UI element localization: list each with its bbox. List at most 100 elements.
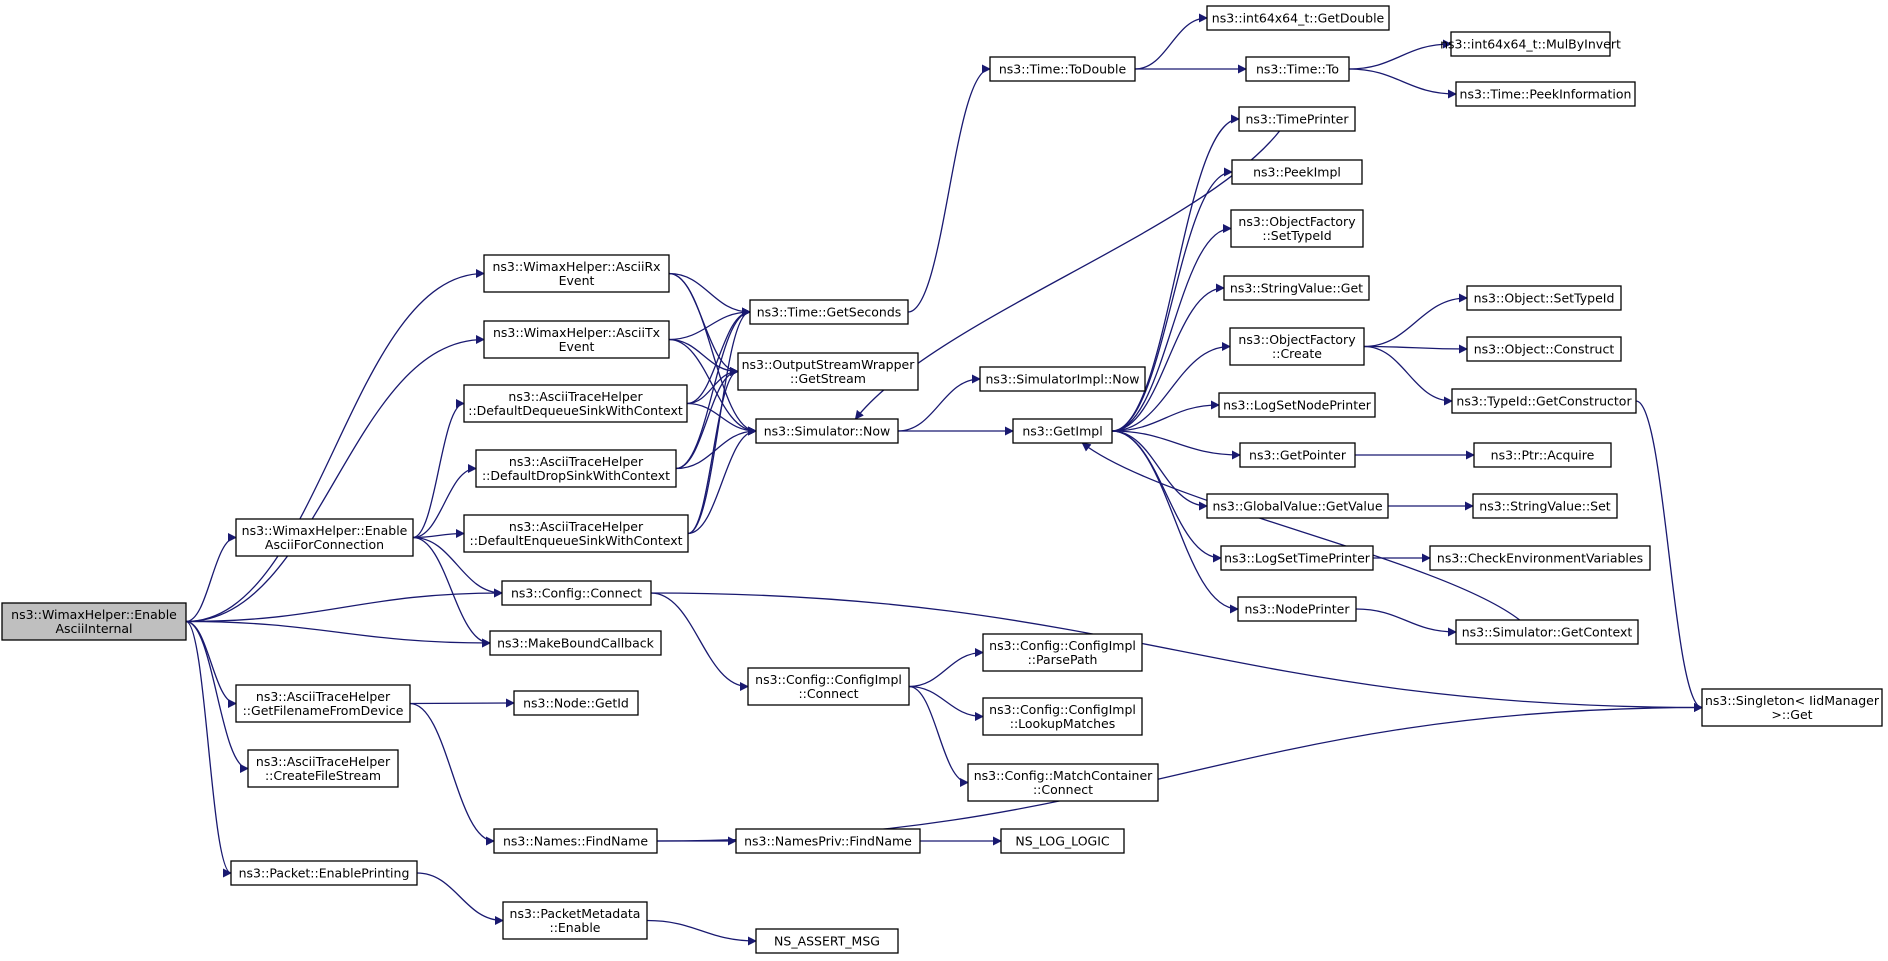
node-time_printer[interactable]: ns3::TimePrinter (1238, 106, 1356, 132)
edge-enable_conn-to-make_bound (412, 536, 491, 648)
node-config_connect[interactable]: ns3::Config::Connect (501, 580, 652, 606)
node-box (1238, 106, 1356, 132)
node-label-line: ns3::AsciiTraceHelper (509, 519, 644, 534)
node-mul_by_invert[interactable]: ns3::int64x64_t::MulByInvert (1440, 31, 1621, 57)
node-log_logic[interactable]: NS_LOG_LOGIC (1000, 828, 1125, 854)
node-label-line: ns3::WimaxHelper::Enable (11, 607, 177, 622)
node-sv_get[interactable]: ns3::StringValue::Get (1223, 275, 1370, 301)
node-box (1012, 418, 1113, 444)
edge-config_connect-to-singleton_get (650, 592, 1703, 712)
node-node_getid[interactable]: ns3::Node::GetId (513, 690, 639, 716)
nodes-layer: ns3::WimaxHelper::EnableAsciiInternalns3… (1, 5, 1883, 954)
node-box (1231, 159, 1363, 185)
edge-ascii_rx-to-get_seconds (668, 272, 751, 317)
node-box (1239, 442, 1356, 468)
node-check_env[interactable]: ns3::CheckEnvironmentVariables (1429, 545, 1651, 571)
node-create_file[interactable]: ns3::AsciiTraceHelper::CreateFileStream (247, 749, 399, 788)
node-box (982, 697, 1143, 736)
node-gv_getvalue[interactable]: ns3::GlobalValue::GetValue (1206, 493, 1389, 519)
node-sim_now[interactable]: ns3::Simulator::Now (755, 418, 899, 444)
node-of_create[interactable]: ns3::ObjectFactory::Create (1229, 327, 1365, 366)
node-namespriv_find[interactable]: ns3::NamesPriv::FindName (735, 828, 921, 854)
node-log_nodeprinter[interactable]: ns3::LogSetNodePrinter (1218, 392, 1376, 418)
node-box (235, 684, 411, 723)
node-obj_construct[interactable]: ns3::Object::Construct (1466, 336, 1622, 362)
node-label-line: ns3::WimaxHelper::AsciiTx (493, 325, 660, 340)
node-label-line: ::DefaultEnqueueSinkWithContext (470, 533, 683, 548)
node-label-line: ns3::AsciiTraceHelper (509, 454, 644, 469)
node-parse_path[interactable]: ns3::Config::ConfigImpl::ParsePath (982, 633, 1143, 672)
edge-enable_conn-to-drop (412, 464, 477, 539)
node-make_bound[interactable]: ns3::MakeBoundCallback (489, 630, 662, 656)
node-time_to[interactable]: ns3::Time::To (1245, 56, 1350, 82)
node-label-line: ns3::StringValue::Get (1230, 281, 1363, 296)
node-box (463, 384, 688, 423)
node-mc_connect[interactable]: ns3::Config::MatchContainer::Connect (967, 763, 1159, 802)
node-of_settypeid[interactable]: ns3::ObjectFactory::SetTypeId (1230, 209, 1364, 248)
edge-dequeue-to-get_stream (686, 367, 739, 405)
node-enqueue[interactable]: ns3::AsciiTraceHelper::DefaultEnqueueSin… (463, 514, 689, 553)
edge-config_connect-to-cfgimpl_connect (650, 592, 749, 691)
node-lookup_matches[interactable]: ns3::Config::ConfigImpl::LookupMatches (982, 697, 1143, 736)
node-box (483, 320, 670, 359)
node-peek_impl[interactable]: ns3::PeekImpl (1231, 159, 1363, 185)
node-label-line: ::Connect (798, 686, 858, 701)
edge-get_seconds-to-to_double (907, 64, 991, 313)
node-label-line: ns3::ObjectFactory (1238, 214, 1356, 229)
node-enable_printing[interactable]: ns3::Packet::EnablePrinting (230, 860, 418, 886)
node-label-line: ns3::GlobalValue::GetValue (1212, 499, 1382, 514)
node-simimpl_now[interactable]: ns3::SimulatorImpl::Now (979, 366, 1146, 392)
node-peek_info[interactable]: ns3::Time::PeekInformation (1455, 81, 1636, 107)
node-dequeue[interactable]: ns3::AsciiTraceHelper::DefaultDequeueSin… (463, 384, 688, 423)
node-i64_getdouble[interactable]: ns3::int64x64_t::GetDouble (1206, 5, 1390, 31)
node-typeid_getctor[interactable]: ns3::TypeId::GetConstructor (1451, 388, 1637, 414)
node-box (235, 518, 414, 557)
node-node_printer[interactable]: ns3::NodePrinter (1237, 596, 1357, 622)
node-box (463, 514, 689, 553)
node-singleton_get[interactable]: ns3::Singleton< IidManager>::Get (1701, 688, 1883, 727)
node-sv_set[interactable]: ns3::StringValue::Set (1472, 493, 1618, 519)
edge-node_printer-to-sim_getcontext (1355, 608, 1457, 637)
node-to_double[interactable]: ns3::Time::ToDouble (989, 56, 1136, 82)
node-get_stream[interactable]: ns3::OutputStreamWrapper::GetStream (737, 352, 919, 391)
edge-cfgimpl_connect-to-parse_path (908, 648, 984, 688)
node-obj_settypeid[interactable]: ns3::Object::SetTypeId (1466, 285, 1622, 311)
node-get_impl[interactable]: ns3::GetImpl (1012, 418, 1113, 444)
node-box (755, 418, 899, 444)
node-enable_conn[interactable]: ns3::WimaxHelper::EnableAsciiForConnecti… (235, 518, 414, 557)
node-ptr_acquire[interactable]: ns3::Ptr::Acquire (1473, 442, 1612, 468)
edge-root-to-enable_printing (185, 620, 232, 878)
node-drop[interactable]: ns3::AsciiTraceHelper::DefaultDropSinkWi… (475, 449, 677, 488)
edge-enable_conn-to-config_connect (412, 536, 503, 598)
node-label-line: ::GetFilenameFromDevice (243, 703, 404, 718)
node-box (513, 690, 639, 716)
node-label-line: ns3::Object::Construct (1474, 342, 1615, 357)
node-cfgimpl_connect[interactable]: ns3::Config::ConfigImpl::Connect (747, 667, 910, 706)
node-log_timeprinter[interactable]: ns3::LogSetTimePrinter (1220, 545, 1374, 571)
node-box (1229, 327, 1365, 366)
edge-sim_now-to-simimpl_now (897, 374, 981, 432)
edge-typeid_getctor-to-singleton_get (1635, 400, 1703, 712)
node-get_seconds[interactable]: ns3::Time::GetSeconds (749, 299, 909, 325)
edge-of_create-to-obj_settypeid (1363, 293, 1468, 348)
node-label-line: ns3::AsciiTraceHelper (508, 389, 643, 404)
node-label-line: ::Create (1272, 346, 1322, 361)
node-names_find[interactable]: ns3::Names::FindName (493, 828, 658, 854)
node-label-line: Event (559, 273, 595, 288)
node-label-line: NS_ASSERT_MSG (774, 934, 880, 949)
node-pm_enable[interactable]: ns3::PacketMetadata::Enable (502, 901, 648, 940)
node-assert_msg[interactable]: NS_ASSERT_MSG (755, 928, 899, 954)
node-box (1455, 81, 1636, 107)
node-box (1466, 336, 1622, 362)
node-label-line: ns3::Object::SetTypeId (1474, 291, 1615, 306)
node-label-line: ::GetStream (790, 371, 866, 386)
node-label-line: ns3::LogSetNodePrinter (1223, 398, 1372, 413)
node-sim_getcontext[interactable]: ns3::Simulator::GetContext (1455, 619, 1639, 645)
node-box (1466, 285, 1622, 311)
node-get_pointer[interactable]: ns3::GetPointer (1239, 442, 1356, 468)
node-get_filename[interactable]: ns3::AsciiTraceHelper::GetFilenameFromDe… (235, 684, 411, 723)
edge-get_impl-to-sv_get (1111, 283, 1225, 432)
